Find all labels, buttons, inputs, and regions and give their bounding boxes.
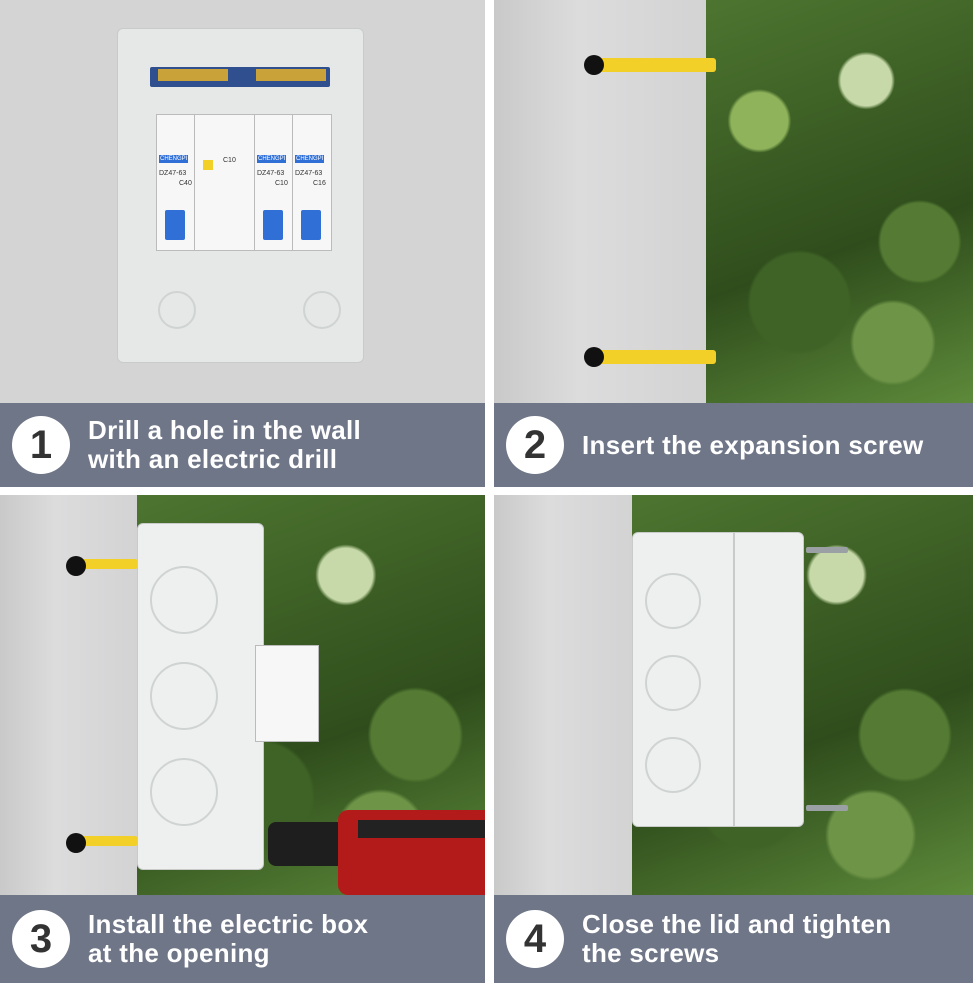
breaker-toggle [301, 210, 321, 240]
distribution-box-icon: CHENGPI DZ47-63 C40 C10 CHENGPI DZ47-63 … [117, 28, 364, 363]
step-text: Install the electric box at the opening [88, 910, 368, 968]
breaker-rating: C16 [313, 180, 326, 187]
breaker-toggle [165, 210, 185, 240]
breaker-brand: CHENGPI [159, 155, 189, 163]
breaker-rcbo: C10 [194, 114, 256, 251]
step-number-badge: 1 [12, 416, 70, 474]
closed-box-image [494, 495, 973, 895]
drill-install-image [0, 495, 485, 895]
breaker-toggle [263, 210, 283, 240]
electric-box-icon [137, 523, 264, 870]
step-4-panel: 4 Close the lid and tighten the screws [494, 495, 973, 983]
knockout-icon [303, 291, 341, 329]
breaker-brand: CHENGPI [295, 155, 325, 163]
step-text: Close the lid and tighten the screws [582, 910, 891, 968]
open-distribution-box-image: CHENGPI DZ47-63 C40 C10 CHENGPI DZ47-63 … [0, 0, 485, 403]
breaker-brand: CHENGPI [257, 155, 287, 163]
breaker-model: DZ47-63 [295, 170, 323, 177]
breaker-rating: C10 [223, 157, 236, 164]
step-text: Insert the expansion screw [582, 429, 924, 460]
step-text-line: with an electric drill [88, 444, 338, 474]
breaker-4: CHENGPI DZ47-63 C16 [292, 114, 332, 251]
step-3-panel: 3 Install the electric box at the openin… [0, 495, 485, 983]
knockout-icon [158, 291, 196, 329]
step-number-badge: 4 [506, 910, 564, 968]
step-2-panel: 2 Insert the expansion screw [494, 0, 973, 487]
breaker-model: DZ47-63 [257, 170, 285, 177]
wall-anchors-image [494, 0, 973, 403]
expansion-anchor-icon [66, 833, 138, 853]
electric-drill-icon [268, 800, 485, 895]
expansion-anchor-icon [584, 55, 716, 75]
step-text-line: the screws [582, 938, 720, 968]
step-text-line: Insert the expansion screw [582, 429, 924, 460]
step-text-line: at the opening [88, 938, 270, 968]
step-1-panel: CHENGPI DZ47-63 C40 C10 CHENGPI DZ47-63 … [0, 0, 485, 487]
closed-electric-box-icon [632, 532, 804, 827]
step-text: Drill a hole in the wall with an electri… [88, 416, 361, 474]
screw-icon [806, 547, 848, 553]
step-number-badge: 3 [12, 910, 70, 968]
breaker-3: CHENGPI DZ47-63 C10 [254, 114, 294, 251]
step-3-caption: 3 Install the electric box at the openin… [0, 895, 485, 983]
breaker-side-icon [255, 645, 319, 742]
screw-icon [806, 805, 848, 811]
breaker-rating: C40 [179, 180, 192, 187]
step-4-caption: 4 Close the lid and tighten the screws [494, 895, 973, 983]
step-1-caption: 1 Drill a hole in the wall with an elect… [0, 403, 485, 487]
expansion-anchor-icon [584, 347, 716, 367]
step-text-line: Drill a hole in the wall [88, 415, 362, 445]
step-2-caption: 2 Insert the expansion screw [494, 403, 973, 487]
breaker-model: DZ47-63 [159, 170, 187, 177]
step-number-badge: 2 [506, 416, 564, 474]
step-text-line: Install the electric box [88, 909, 369, 939]
expansion-anchor-icon [66, 556, 138, 576]
breaker-rating: C10 [275, 180, 288, 187]
breaker-1: CHENGPI DZ47-63 C40 [156, 114, 196, 251]
step-text-line: Close the lid and tighten [582, 909, 892, 939]
